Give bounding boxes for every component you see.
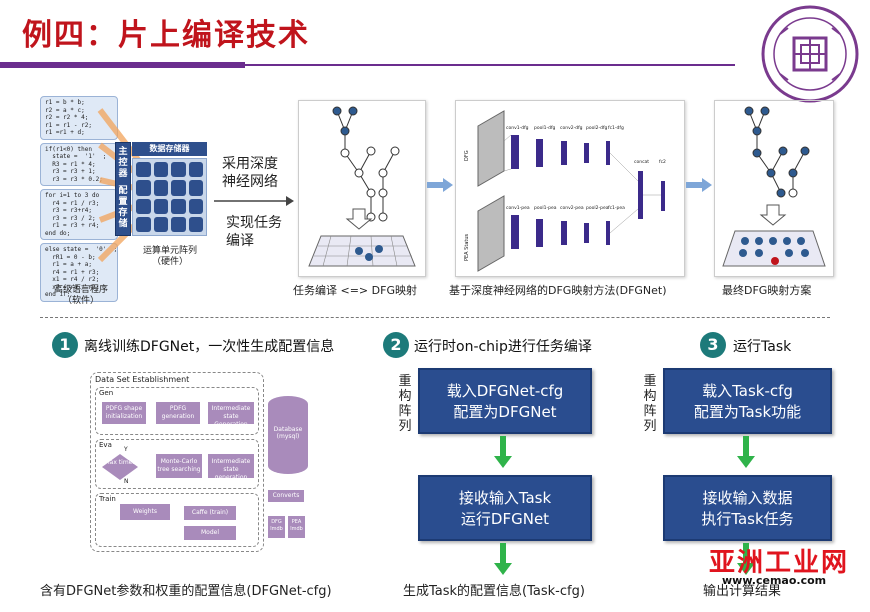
section-divider (40, 317, 830, 318)
data-memory-header: 数据存储器 (132, 142, 207, 156)
step-3-text: 运行Task (733, 339, 792, 355)
dfg-graph-panel (298, 100, 426, 277)
university-seal-icon (761, 5, 859, 103)
reconfig-array-label: 重构阵列 (398, 374, 412, 434)
net-label: concat (634, 159, 649, 165)
gen-box: Intermediate state Generation (208, 402, 254, 428)
net-label: pool1-dfg (534, 125, 556, 131)
pe-cell (171, 216, 186, 232)
pe-cell (153, 180, 168, 196)
eva-decision: Max times (102, 454, 138, 480)
net-label: conv1-dfg (506, 125, 529, 131)
gen-group: Gen PDFG shape initialization PDFG gener… (95, 387, 259, 435)
code-block: r1 = b * b; r2 = a * c; r2 = r2 * 4; r1 … (40, 96, 118, 140)
method-arrow (214, 196, 294, 206)
array-label: 运算单元阵列 （硬件） (142, 246, 197, 267)
code-block: for i=1 to 3 do r4 = r1 / r3; r3 = r3+r4… (40, 189, 118, 240)
train-box: Weights (120, 504, 170, 520)
pe-cell (153, 216, 168, 232)
method-text-2: 实现任务 编译 (226, 215, 282, 249)
run-dfgnet-box: 接收输入Task 运行DFGNet (418, 475, 592, 541)
caption-final-mapping: 最终DFG映射方案 (722, 284, 812, 297)
train-group: Train Weights Caffe (train) Model (95, 493, 259, 547)
dfg-graph-drawing (308, 106, 416, 267)
pe-cell (153, 198, 168, 214)
eva-box: Monte-Carlo tree searching (156, 454, 202, 478)
green-arrow-down (494, 436, 512, 468)
load-dfgnet-box: 载入DFGNet-cfg 配置为DFGNet (418, 368, 592, 434)
pe-cell (171, 162, 186, 178)
step-number-badge: 1 (52, 332, 78, 358)
caption-dfgnet: 基于深度神经网络的DFG映射方法(DFGNet) (449, 284, 667, 297)
controller-block: 主 控 器 配 置 存 储 (115, 142, 131, 236)
green-arrow-down (494, 543, 512, 575)
pe-cell (153, 162, 168, 178)
step-number-badge: 2 (383, 332, 409, 358)
flow-arrow (686, 178, 712, 192)
net-label: conv2-dfg (560, 125, 583, 131)
final-mapping-drawing (722, 106, 826, 267)
source-label: 高级语言程序 （软件） (53, 285, 108, 306)
flow-arrow (427, 178, 453, 192)
load-task-box: 载入Task-cfg 配置为Task功能 (663, 368, 832, 434)
col1-caption: 含有DFGNet参数和权重的配置信息(DFGNet-cfg) (40, 584, 332, 599)
dataset-header: Data Set Establishment (95, 375, 190, 384)
col3-caption: 输出计算结果 (703, 584, 782, 599)
train-box: Caffe (train) (184, 506, 236, 520)
net-label: fc2 (659, 159, 666, 165)
step-1-text: 离线训练DFGNet，一次性生成配置信息 (84, 339, 335, 355)
pe-cell (171, 198, 186, 214)
database-cylinder: Database (mysql) (268, 396, 308, 474)
gen-box: PDFG shape initialization (102, 402, 146, 424)
col2-caption: 生成Task的配置信息(Task-cfg) (403, 584, 585, 599)
net-side-label: DFG (464, 150, 470, 161)
gen-box: PDFG generation (156, 402, 200, 424)
pe-cell (171, 180, 186, 196)
net-label: fc1-dfg (608, 125, 624, 131)
green-arrow-down (737, 436, 755, 468)
pe-array (132, 158, 207, 236)
reconfig-array-label: 重构阵列 (643, 374, 657, 434)
train-box: Model (184, 526, 236, 540)
final-mapping-panel (714, 100, 834, 277)
pe-cell (136, 180, 151, 196)
watermark-url: www.cemao.com (722, 574, 827, 587)
net-label: fc1-pea (608, 205, 625, 211)
eva-group: Eva Max times Monte-Carlo tree searching… (95, 439, 259, 489)
method-text: 采用深度 神经网络 (222, 156, 278, 190)
source-code-panel: r1 = b * b; r2 = a * c; r2 = r2 * 4; r1 … (40, 96, 118, 302)
converts-box: Converts (268, 490, 304, 502)
pe-cell (136, 198, 151, 214)
pe-cell (136, 162, 151, 178)
step-number-badge: 3 (700, 332, 726, 358)
dfg-lmdb-box: DFG lmdb (268, 516, 285, 538)
title-underline (245, 64, 735, 66)
watermark-logo: 亚洲工业网 (709, 548, 850, 578)
green-arrow-down (737, 543, 755, 575)
dfgnet-panel: conv1-dfg pool1-dfg conv2-dfg pool2-dfg … (455, 100, 685, 277)
dataset-diagram: Data Set Establishment Gen PDFG shape in… (90, 372, 264, 552)
pea-lmdb-box: PEA lmdb (288, 516, 305, 538)
net-label: pool2-pea (586, 205, 609, 211)
pe-cell (188, 198, 203, 214)
page-title: 例四：片上编译技术 (22, 18, 310, 53)
net-label: pool1-pea (534, 205, 557, 211)
net-label: conv1-pea (506, 205, 530, 211)
pe-cell (188, 162, 203, 178)
net-side-label: PEA Status (464, 233, 470, 261)
dfgnet-drawing: conv1-dfg pool1-dfg conv2-dfg pool2-dfg … (464, 110, 666, 272)
caption-task-compile: 任务编译 <=> DFG映射 (293, 284, 417, 297)
eva-box: Intermediate state generation (208, 454, 254, 481)
net-label: pool2-dfg (586, 125, 608, 131)
pe-cell (188, 216, 203, 232)
pe-cell (136, 216, 151, 232)
net-label: conv2-pea (560, 205, 584, 211)
title-underline-bar (0, 62, 245, 68)
pe-cell (188, 180, 203, 196)
execute-task-box: 接收输入数据 执行Task任务 (663, 475, 832, 541)
step-2-text: 运行时on-chip进行任务编译 (414, 339, 592, 355)
